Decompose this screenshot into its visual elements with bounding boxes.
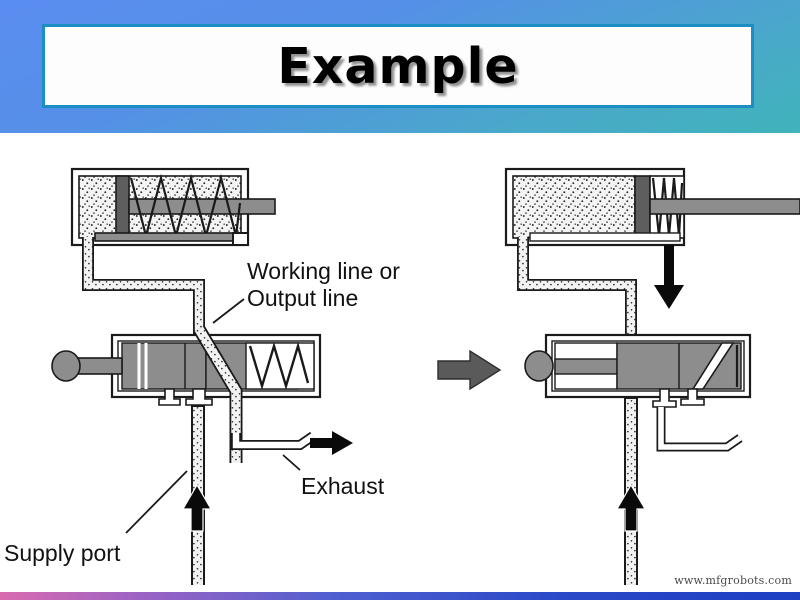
right-cylinder — [504, 167, 800, 247]
exhaust-arrow-right — [654, 245, 684, 309]
leader-working-line — [212, 298, 245, 324]
state-transition-arrow — [437, 349, 502, 391]
label-working-line: Working line or Output line — [247, 258, 400, 311]
label-supply-port: Supply port — [4, 540, 121, 566]
footer-accent-bar — [0, 592, 800, 600]
right-valve — [524, 333, 752, 452]
label-exhaust: Exhaust — [301, 473, 385, 499]
left-valve-pushbutton[interactable] — [51, 350, 123, 382]
leader-exhaust — [282, 454, 301, 471]
supply-arrow-left — [181, 483, 213, 532]
left-valve-ports — [158, 388, 213, 406]
left-cylinder — [70, 167, 276, 247]
left-state-group — [51, 167, 353, 585]
page-title: Example — [277, 37, 519, 95]
leader-supply-port — [125, 470, 188, 534]
left-piston-rod — [128, 198, 276, 215]
slide-title-box: Example — [42, 24, 754, 108]
right-valve-ports — [652, 388, 705, 408]
right-piston-rod — [649, 198, 800, 215]
left-valve — [51, 325, 322, 463]
slide-header-banner: Example — [0, 0, 800, 133]
left-piston — [115, 175, 130, 239]
left-exhaust-line — [231, 431, 316, 450]
right-state-group — [504, 167, 800, 585]
right-piston — [634, 175, 651, 239]
exhaust-arrow-left — [310, 431, 353, 455]
right-valve-pushbutton[interactable] — [524, 350, 554, 382]
supply-arrow-right — [615, 483, 647, 532]
left-valve-spool — [121, 342, 207, 390]
right-exhaust-line — [656, 407, 743, 452]
pneumatic-circuit-diagram — [0, 133, 800, 585]
left-valve-return-spring — [248, 341, 310, 391]
left-cylinder-spring — [129, 173, 242, 241]
watermark-text: www.mfgrobots.com — [674, 574, 792, 587]
